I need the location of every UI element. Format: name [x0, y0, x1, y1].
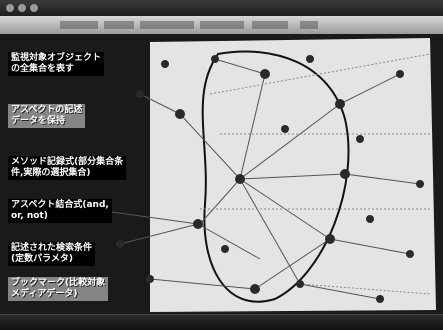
- annotation-label: 監視対象オブジェクト の全集合を表す: [8, 52, 105, 76]
- node: [193, 219, 203, 229]
- edge: [239, 178, 301, 285]
- annotation-label: ブックマーク(比較対象 メディアデータ): [8, 277, 109, 301]
- edge: [299, 283, 381, 300]
- leader-line: [299, 283, 431, 295]
- edge: [214, 58, 266, 75]
- edge: [119, 223, 199, 245]
- node: [366, 215, 374, 223]
- edge: [149, 278, 256, 290]
- edge: [344, 173, 421, 185]
- cluster-boundary: [201, 50, 350, 303]
- edge: [239, 173, 346, 180]
- node: [340, 169, 350, 179]
- node: [406, 250, 414, 258]
- node: [325, 234, 335, 244]
- menu-item[interactable]: [200, 21, 244, 29]
- edge: [254, 238, 331, 290]
- edge: [339, 73, 401, 105]
- annotation-label: アスペクト結合式(and, or, not): [8, 199, 112, 223]
- graph-background-panel: [150, 38, 436, 312]
- menu-item[interactable]: [60, 21, 98, 29]
- edge: [329, 238, 411, 255]
- node: [116, 240, 124, 248]
- node: [136, 90, 144, 98]
- node: [335, 99, 345, 109]
- title-bar: [0, 0, 443, 17]
- graph-canvas[interactable]: 監視対象オブジェクト の全集合を表す アスペクトの記述 データを保持 メソッド記…: [0, 34, 443, 314]
- node: [146, 275, 154, 283]
- edge: [179, 113, 241, 180]
- menu-item[interactable]: [140, 21, 194, 29]
- minimize-icon[interactable]: [18, 4, 26, 12]
- node: [221, 245, 229, 253]
- graph-svg: [86, 38, 436, 312]
- edge: [239, 103, 341, 180]
- node: [356, 135, 364, 143]
- node: [211, 55, 219, 63]
- node: [235, 174, 245, 184]
- node: [250, 284, 260, 294]
- menu-item[interactable]: [104, 21, 134, 29]
- leader-line: [209, 53, 431, 95]
- edge: [199, 178, 241, 225]
- menu-bar: [0, 16, 443, 35]
- annotation-label: 記述された検索条件 (定数パラメタ): [8, 242, 96, 266]
- status-bar: [0, 314, 443, 330]
- node-group: [86, 55, 424, 303]
- annotation-label: アスペクトの記述 データを保持: [8, 104, 86, 128]
- menu-item[interactable]: [300, 21, 318, 29]
- node: [161, 60, 169, 68]
- node: [396, 70, 404, 78]
- node: [296, 280, 304, 288]
- node: [281, 125, 289, 133]
- node: [260, 69, 270, 79]
- edge: [197, 223, 261, 260]
- leader-group: [200, 53, 431, 295]
- menu-item[interactable]: [252, 21, 288, 29]
- node: [175, 109, 185, 119]
- node: [306, 55, 314, 63]
- annotation-label: メソッド記録式(部分集合条 件,実際の選択集合): [8, 156, 127, 180]
- node: [376, 295, 384, 303]
- close-icon[interactable]: [6, 4, 14, 12]
- maximize-icon[interactable]: [30, 4, 38, 12]
- node: [416, 180, 424, 188]
- edge: [139, 93, 181, 115]
- edge: [239, 73, 266, 180]
